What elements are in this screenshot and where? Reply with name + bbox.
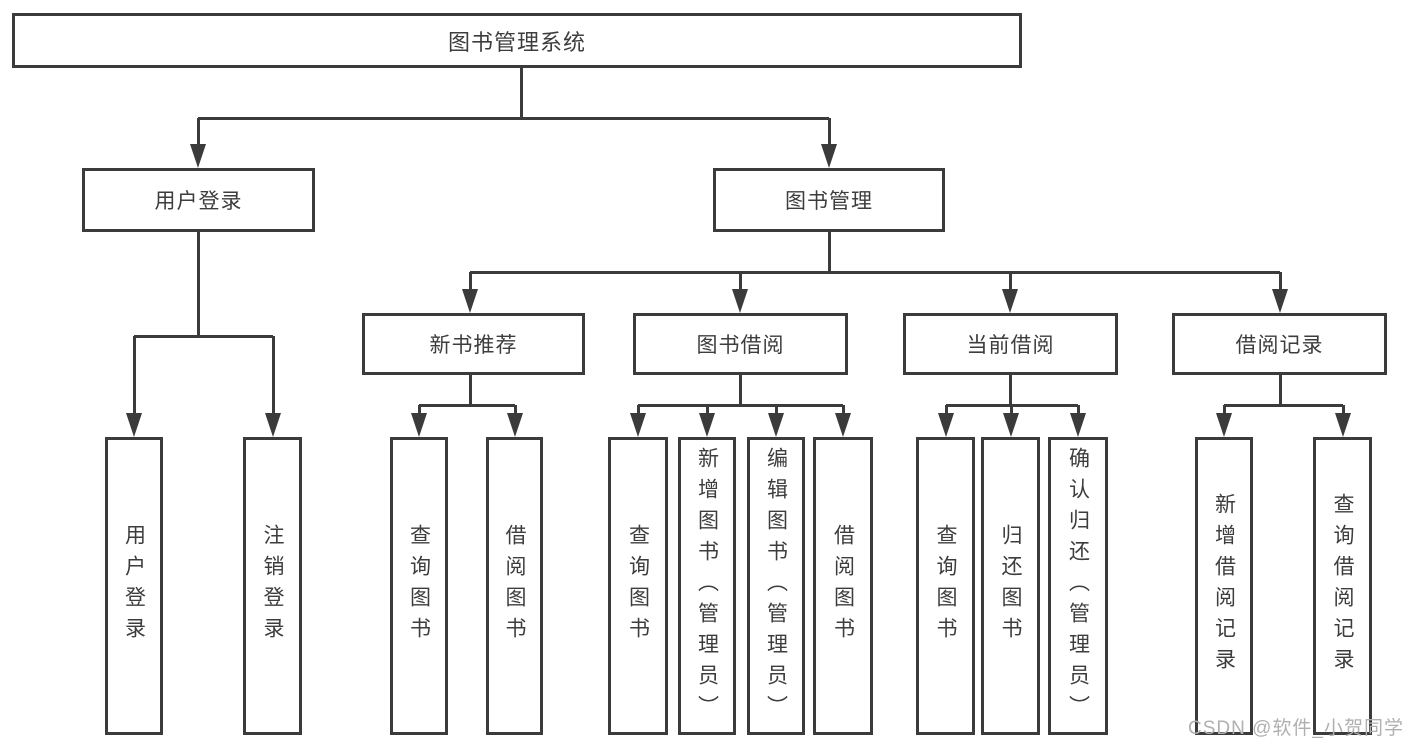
connector-line-vertical <box>1009 405 1013 415</box>
leaf-edit-books-admin: 编辑图书（管理员） <box>747 437 805 735</box>
node-label: 用户登录 <box>122 524 146 648</box>
connector-line-vertical <box>1341 405 1345 415</box>
leaf-logout-login: 注销登录 <box>243 437 302 735</box>
leaf-borrow-books-recommend: 借阅图书 <box>486 437 543 735</box>
connector-line-vertical <box>841 405 845 415</box>
connector-line-vertical <box>468 272 472 291</box>
arrowhead-down-icon <box>1216 413 1232 437</box>
node-label: 编辑图书（管理员） <box>764 446 788 726</box>
connector-line-horizontal <box>198 116 829 120</box>
leaf-query-borrow-record: 查询借阅记录 <box>1313 437 1372 735</box>
node-label: 图书管理 <box>785 190 873 213</box>
connector-line-horizontal <box>1224 403 1343 407</box>
node-label: 归还图书 <box>999 524 1022 648</box>
arrowhead-down-icon <box>1070 413 1086 437</box>
connector-line-vertical <box>196 232 200 336</box>
leaf-return-books: 归还图书 <box>981 437 1040 735</box>
node-label: 新增图书（管理员） <box>695 446 719 726</box>
connector-line-vertical <box>705 405 709 415</box>
connector-line-vertical <box>1008 272 1012 291</box>
connector-line-vertical <box>271 336 275 415</box>
node-label: 注销登录 <box>261 524 284 648</box>
connector-line-vertical <box>827 232 831 272</box>
arrowhead-down-icon <box>768 413 784 437</box>
arrowhead-down-icon <box>630 413 646 437</box>
leaf-confirm-return-admin: 确认归还（管理员） <box>1048 437 1108 735</box>
node-label: 新书推荐 <box>429 334 518 357</box>
node-label: 查询图书 <box>407 524 431 648</box>
connector-line-vertical <box>196 118 200 146</box>
csdn-watermark: CSDN @软件_小贺同学 <box>1188 718 1404 739</box>
node-label: 借阅图书 <box>503 524 526 648</box>
arrowhead-down-icon <box>938 413 954 437</box>
node-borrowing-records: 借阅记录 <box>1172 313 1387 375</box>
connector-line-vertical <box>827 118 831 146</box>
connector-line-vertical <box>1278 272 1282 291</box>
node-current-borrowing: 当前借阅 <box>903 313 1118 375</box>
connector-line-vertical <box>1008 375 1012 405</box>
connector-line-horizontal <box>419 403 515 407</box>
connector-line-horizontal <box>470 270 1280 274</box>
leaf-query-books-borrowing: 查询图书 <box>608 437 668 735</box>
arrowhead-down-icon <box>1272 289 1288 313</box>
node-label: 借阅图书 <box>831 524 855 648</box>
arrowhead-down-icon <box>462 289 478 313</box>
connector-line-vertical <box>944 405 948 415</box>
leaf-add-books-admin: 新增图书（管理员） <box>678 437 736 735</box>
node-label: 确认归还（管理员） <box>1066 446 1090 726</box>
connector-line-vertical <box>636 405 640 415</box>
arrowhead-down-icon <box>1003 413 1019 437</box>
node-label: 查询图书 <box>934 524 957 648</box>
node-label: 借阅记录 <box>1235 334 1324 357</box>
arrowhead-down-icon <box>1002 289 1018 313</box>
connector-line-vertical <box>132 336 136 415</box>
connector-line-vertical <box>1278 375 1282 405</box>
node-label: 图书借阅 <box>696 334 785 357</box>
arrowhead-down-icon <box>126 413 142 437</box>
leaf-user-login: 用户登录 <box>105 437 163 735</box>
node-label: 查询图书 <box>626 524 650 648</box>
connector-line-vertical <box>738 375 742 405</box>
connector-line-vertical <box>1222 405 1226 415</box>
node-user-login: 用户登录 <box>82 168 315 232</box>
leaf-borrow-books-borrowing: 借阅图书 <box>813 437 873 735</box>
arrowhead-down-icon <box>190 144 206 168</box>
arrowhead-down-icon <box>732 289 748 313</box>
connector-line-vertical <box>738 272 742 291</box>
arrowhead-down-icon <box>835 413 851 437</box>
leaf-query-books-current: 查询图书 <box>916 437 975 735</box>
connector-line-vertical <box>468 375 472 405</box>
node-new-book-recommend: 新书推荐 <box>362 313 585 375</box>
arrowhead-down-icon <box>1335 413 1351 437</box>
connector-line-vertical <box>519 68 523 118</box>
node-book-management: 图书管理 <box>713 168 945 232</box>
connector-line-vertical <box>417 405 421 415</box>
node-label: 查询借阅记录 <box>1331 493 1354 679</box>
node-label: 用户登录 <box>154 190 243 213</box>
leaf-add-borrow-record: 新增借阅记录 <box>1195 437 1253 735</box>
node-label: 图书管理系统 <box>447 29 586 55</box>
node-library-system: 图书管理系统 <box>12 13 1022 68</box>
leaf-query-books-recommend: 查询图书 <box>390 437 448 735</box>
arrowhead-down-icon <box>265 413 281 437</box>
arrowhead-down-icon <box>699 413 715 437</box>
node-label: 新增借阅记录 <box>1212 493 1236 679</box>
connector-line-horizontal <box>638 403 843 407</box>
arrowhead-down-icon <box>507 413 523 437</box>
connector-line-horizontal <box>134 334 273 338</box>
arrowhead-down-icon <box>411 413 427 437</box>
connector-line-vertical <box>774 405 778 415</box>
arrowhead-down-icon <box>821 144 837 168</box>
connector-line-vertical <box>1076 405 1080 415</box>
node-label: 当前借阅 <box>966 334 1055 357</box>
node-book-borrowing: 图书借阅 <box>633 313 848 375</box>
connector-line-vertical <box>513 405 517 415</box>
